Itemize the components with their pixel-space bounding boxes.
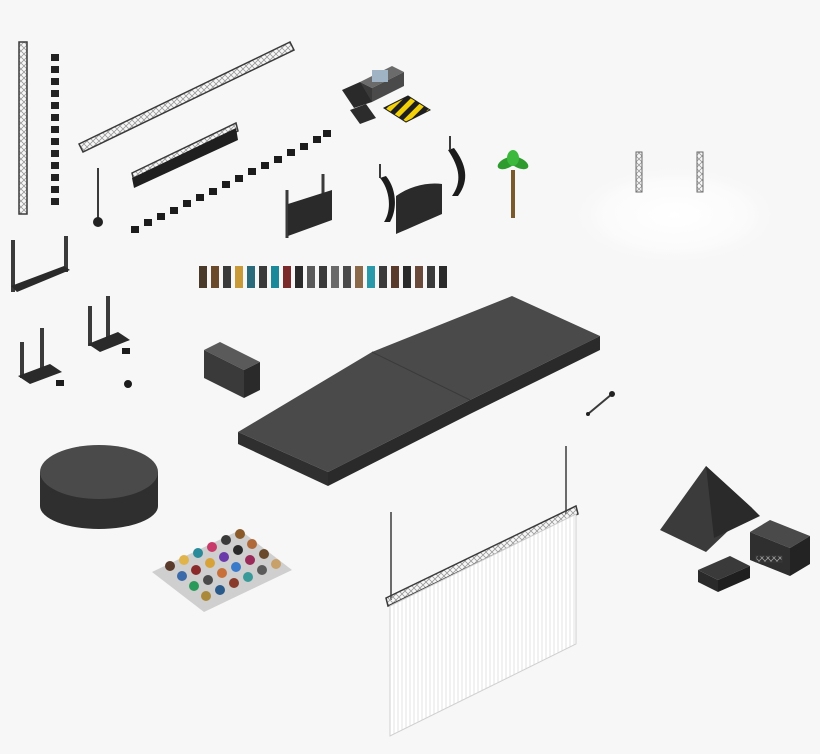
- white-fog-effect[interactable]: [570, 151, 780, 265]
- led-screens[interactable]: [285, 174, 332, 238]
- crowd-seating[interactable]: [152, 529, 292, 612]
- avatar-row[interactable]: [199, 266, 447, 288]
- curtain-with-truss[interactable]: [385, 446, 579, 737]
- vertical-truss[interactable]: [18, 41, 28, 215]
- line-array-speakers[interactable]: [379, 136, 466, 234]
- tent-camp[interactable]: [660, 466, 810, 592]
- boom-light[interactable]: [586, 391, 615, 416]
- diagonal-truss[interactable]: [77, 41, 296, 153]
- palm-tree[interactable]: [496, 150, 530, 218]
- small-truss-stages[interactable]: [11, 236, 132, 388]
- round-stage[interactable]: [40, 445, 158, 529]
- spotlight-row[interactable]: [131, 130, 331, 233]
- main-stage-ramp[interactable]: [238, 296, 600, 486]
- dj-booth[interactable]: [342, 66, 404, 124]
- light-bar[interactable]: [131, 121, 239, 188]
- hazard-floor-panel[interactable]: [382, 95, 432, 123]
- equipment-case[interactable]: [204, 342, 260, 398]
- pendant-light[interactable]: [93, 168, 103, 227]
- speaker-column[interactable]: [51, 54, 59, 205]
